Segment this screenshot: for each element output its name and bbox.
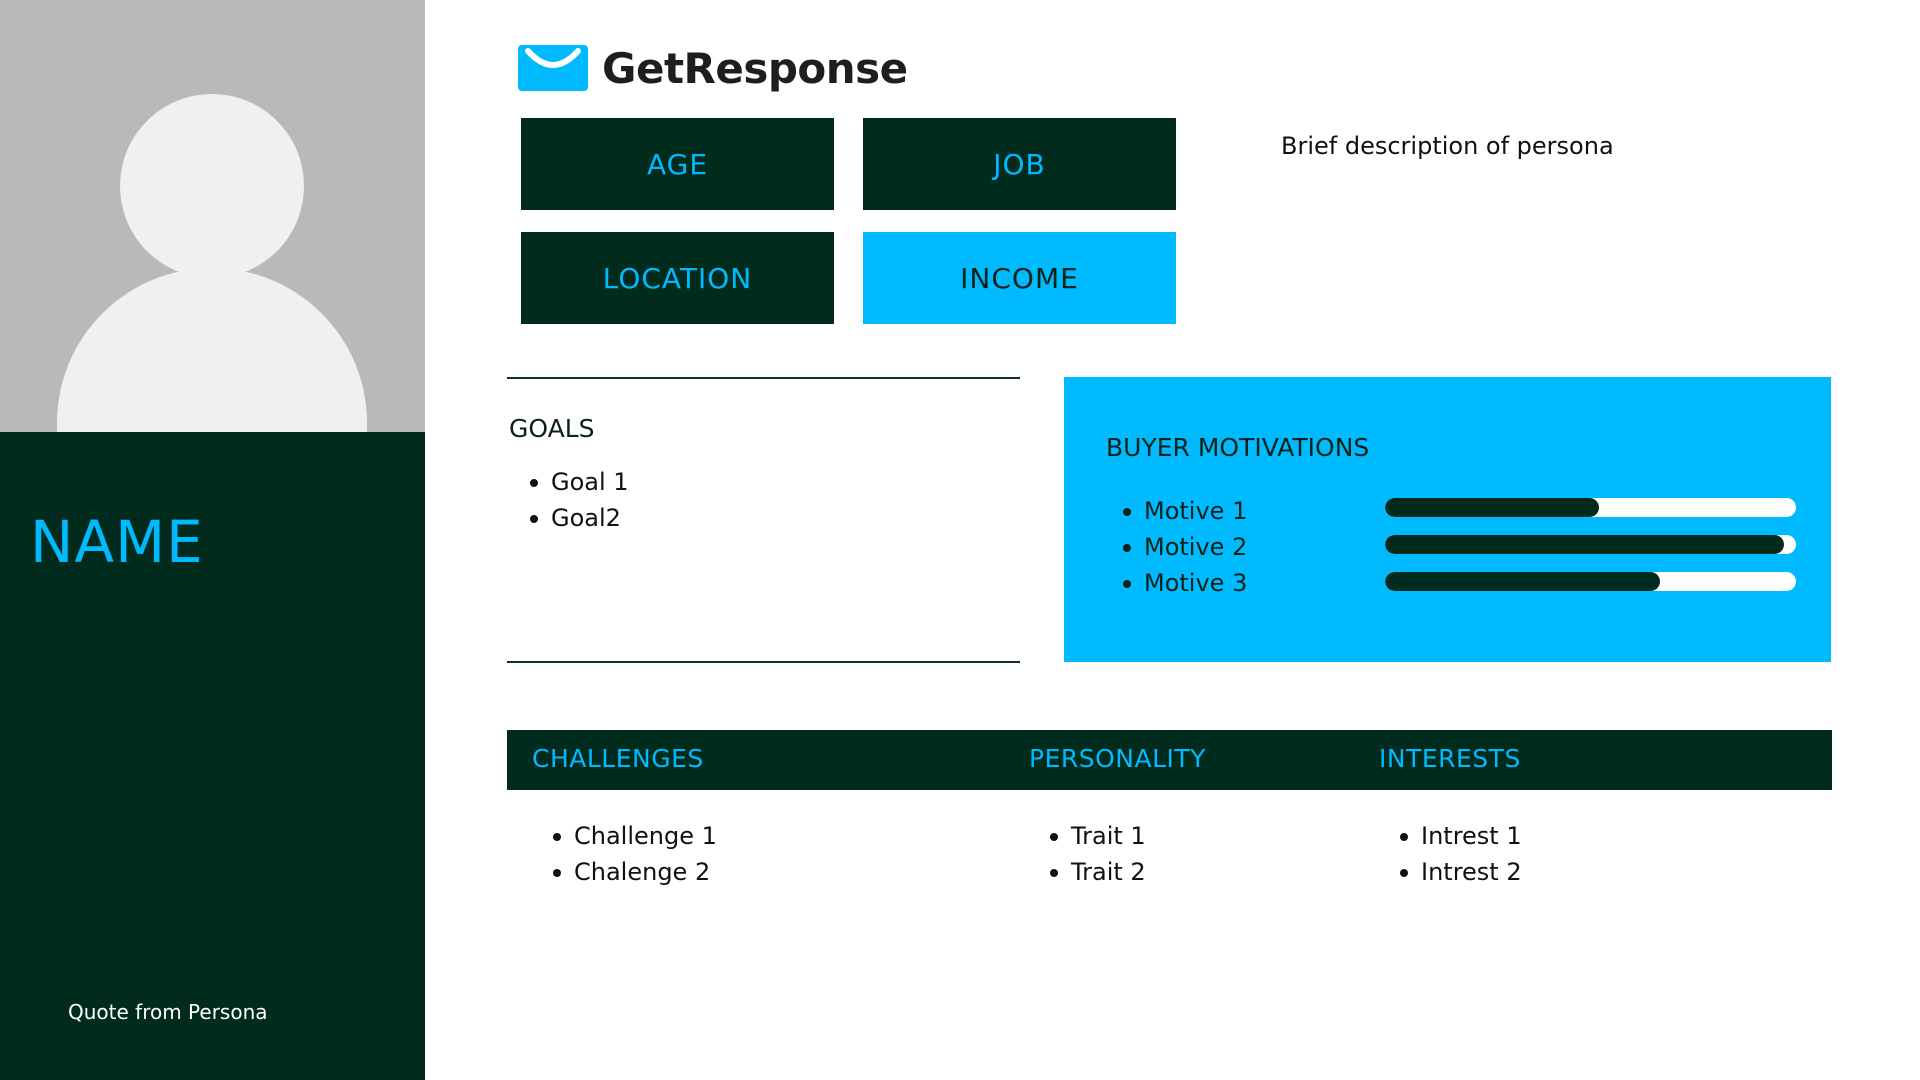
motive-3-bar (1385, 572, 1796, 591)
goals-divider-top (507, 377, 1020, 379)
goals-heading: GOALS (509, 414, 595, 443)
traits-list: Trait 1 Trait 2 (1046, 818, 1146, 890)
income-tile: INCOME (863, 232, 1176, 324)
interest-item: Intrest 2 (1396, 854, 1522, 890)
persona-quote: Quote from Persona (68, 1000, 268, 1024)
goals-divider-bottom (507, 661, 1020, 663)
motive-1-bar-fill (1385, 498, 1599, 517)
persona-brief-description: Brief description of persona (1281, 132, 1614, 160)
trait-item: Trait 1 (1046, 818, 1146, 854)
motive-3-bar-fill (1385, 572, 1661, 591)
logo-text: GetResponse (602, 43, 908, 93)
challenge-item: Chalenge 2 (549, 854, 717, 890)
buyer-motivations-heading: BUYER MOTIVATIONS (1106, 433, 1370, 462)
motive-1-bar (1385, 498, 1796, 517)
getresponse-logo: GetResponse (518, 40, 908, 96)
motive-item: Motive 3 (1119, 565, 1247, 601)
avatar-body (57, 268, 367, 432)
personality-heading: PERSONALITY (1029, 744, 1206, 773)
location-tile: LOCATION (521, 232, 834, 324)
challenge-item: Challenge 1 (549, 818, 717, 854)
persona-photo-placeholder (0, 0, 425, 432)
motive-2-bar (1385, 535, 1796, 554)
goals-list: Goal 1 Goal2 (526, 464, 629, 536)
details-header-band: CHALLENGES PERSONALITY INTERESTS (507, 730, 1832, 790)
goal-item: Goal 1 (526, 464, 629, 500)
challenges-list: Challenge 1 Chalenge 2 (549, 818, 717, 890)
motive-item: Motive 1 (1119, 493, 1247, 529)
motives-list: Motive 1 Motive 2 Motive 3 (1119, 493, 1247, 601)
interests-heading: INTERESTS (1379, 744, 1521, 773)
buyer-motivations-panel: BUYER MOTIVATIONS Motive 1 Motive 2 Moti… (1064, 377, 1831, 662)
goal-item: Goal2 (526, 500, 629, 536)
challenges-heading: CHALLENGES (532, 744, 704, 773)
interest-item: Intrest 1 (1396, 818, 1522, 854)
job-tile: JOB (863, 118, 1176, 210)
trait-item: Trait 2 (1046, 854, 1146, 890)
getresponse-envelope-icon (518, 45, 588, 91)
persona-name: NAME (30, 508, 204, 576)
persona-sidebar (0, 432, 425, 1080)
avatar-head (120, 94, 304, 278)
motive-item: Motive 2 (1119, 529, 1247, 565)
motive-2-bar-fill (1385, 535, 1784, 554)
age-tile: AGE (521, 118, 834, 210)
interests-list: Intrest 1 Intrest 2 (1396, 818, 1522, 890)
